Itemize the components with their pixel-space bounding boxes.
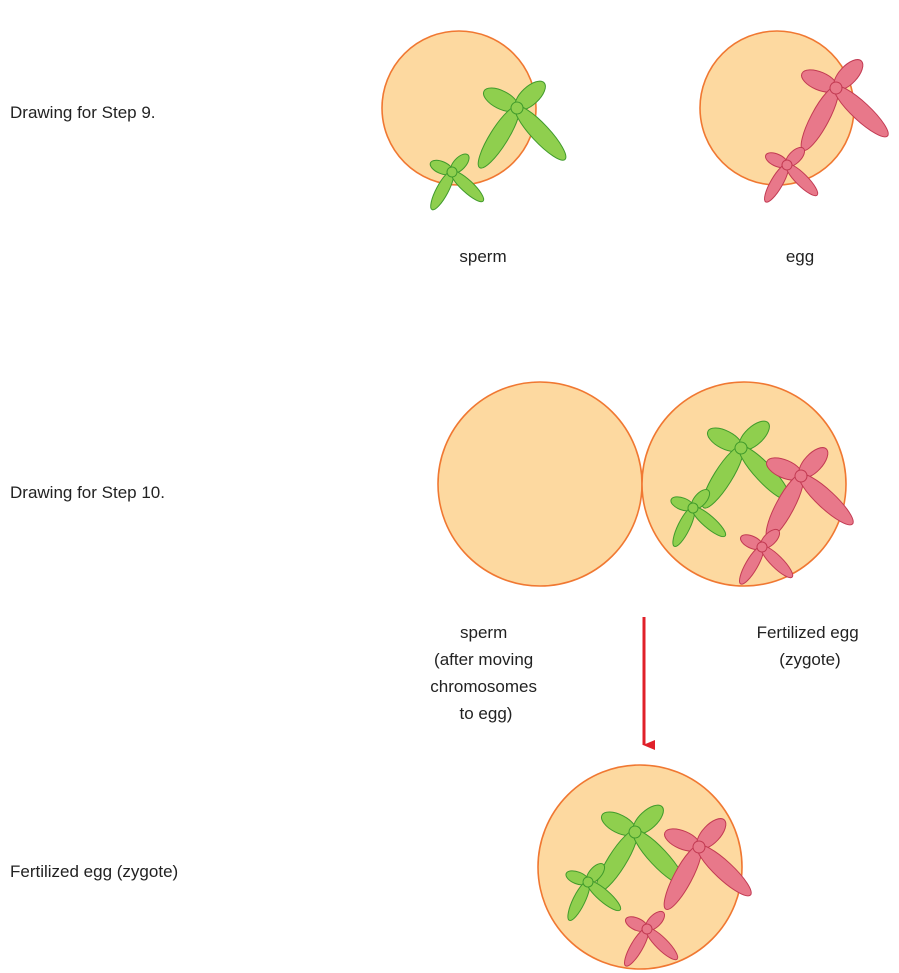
step10-zygote-label-line2: (zygote) [779, 650, 840, 669]
step10-label: Drawing for Step 10. [10, 483, 165, 502]
step10-sperm-label-line4: to egg) [460, 704, 513, 723]
step9-sperm-cell-group [382, 31, 573, 216]
step10-zygote-cell-group [642, 382, 861, 590]
final-zygote-cell-group [538, 765, 759, 972]
final-zygote-label: Fertilized egg (zygote) [10, 862, 178, 881]
step10-sperm-label-line3: chromosomes [430, 677, 537, 696]
step10-zygote-label: Fertilized egg (zygote) [757, 623, 864, 669]
step10-zygote-label-line1: Fertilized egg [757, 623, 859, 642]
step9-label: Drawing for Step 9. [10, 103, 156, 122]
step10-empty-sperm-cell [438, 382, 642, 586]
step10-sperm-label: sperm (after moving chromosomes to egg) [430, 623, 542, 723]
step9-sperm-label: sperm [459, 247, 506, 266]
step9-egg-cell-group [700, 31, 896, 208]
step9-egg-label: egg [786, 247, 814, 266]
step10-sperm-label-line1: sperm [460, 623, 507, 642]
step10-sperm-label-line2: (after moving [434, 650, 533, 669]
